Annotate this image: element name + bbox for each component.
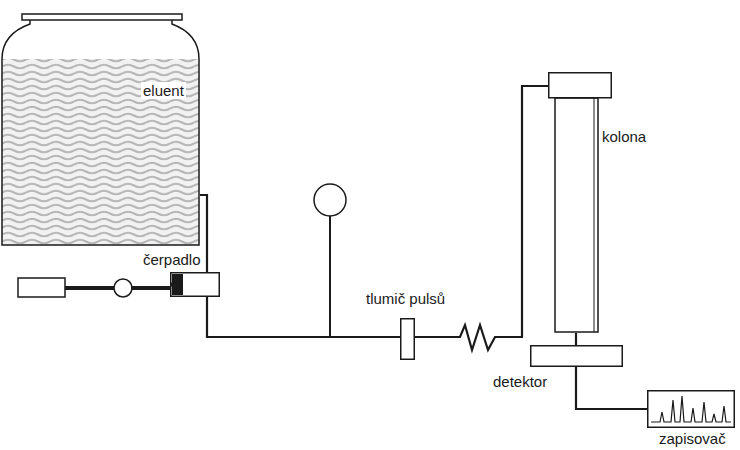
pulse-damper-outline: [400, 318, 415, 360]
detector-box-outline: [530, 345, 623, 367]
eccentric-wheel: [114, 279, 132, 297]
drive-rod: [65, 286, 115, 290]
part-label: eluent: [141, 82, 186, 99]
eluent-bottle: eluent: [2, 14, 200, 246]
pipe-connector: [415, 86, 548, 350]
motor-symbol: [18, 278, 65, 297]
part-label: tlumič pulsů: [366, 290, 445, 307]
recorder-outline: [647, 390, 735, 428]
pressure-gauge: [314, 184, 346, 216]
pump-cylinder-outline: [170, 272, 220, 297]
gauge-pipe: [329, 216, 331, 337]
recorder: zapisovač: [647, 390, 735, 428]
part-label: detektor: [493, 373, 547, 390]
part-label: zapisovač: [659, 430, 726, 447]
part-label: kolona: [602, 128, 646, 145]
pulse-damper: tlumič pulsů: [400, 318, 415, 360]
pipe-connector: [576, 367, 647, 409]
column-outline: [548, 72, 612, 333]
column: kolona: [548, 72, 612, 333]
part-label: čerpadlo: [143, 251, 201, 268]
pipe-connector: [200, 195, 207, 272]
detector-box: detektor: [530, 345, 623, 367]
piston-rod: [131, 286, 172, 290]
pipe-connector: [575, 333, 577, 345]
eluent-bottle-outline: [2, 14, 200, 246]
pump-cylinder: čerpadlo: [170, 272, 220, 297]
